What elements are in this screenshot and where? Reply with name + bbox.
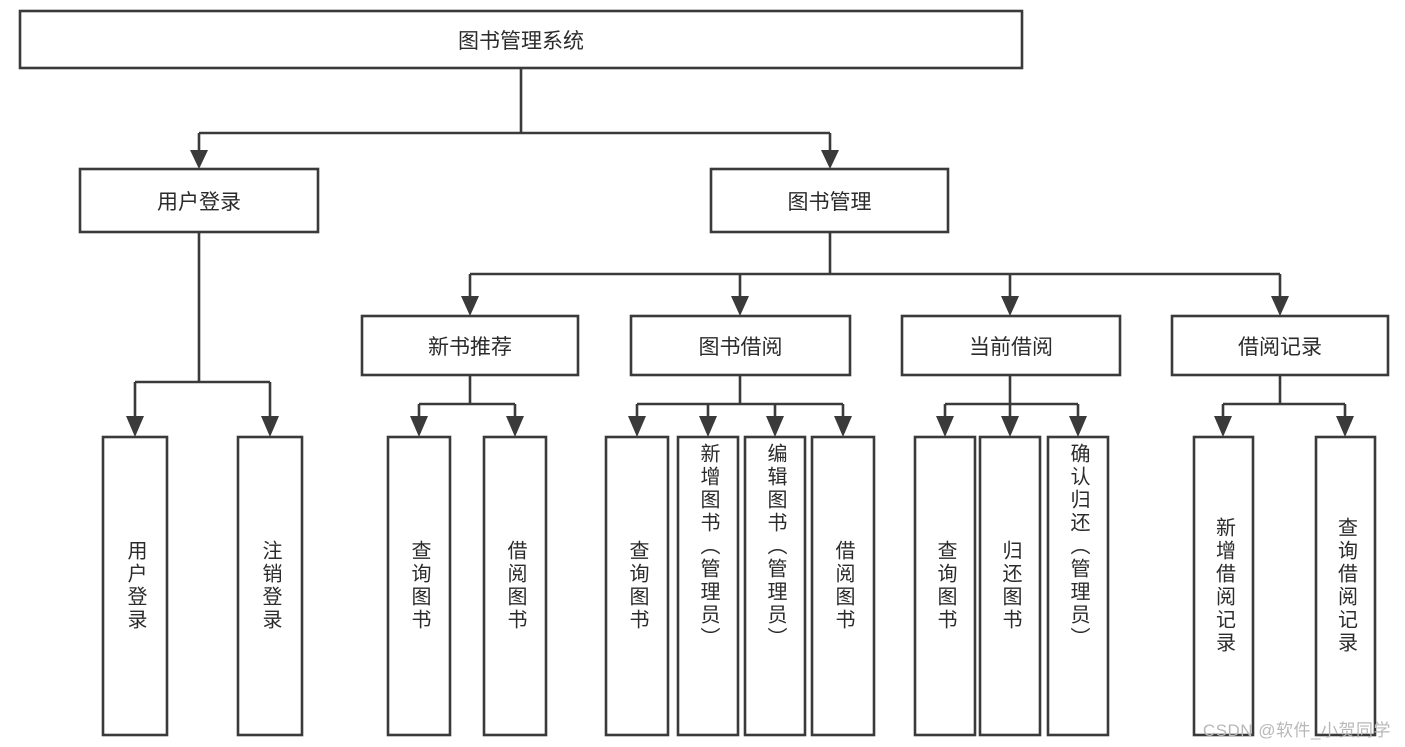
arrowhead-br-query xyxy=(1336,416,1354,437)
arrowhead-br-add xyxy=(1214,416,1232,437)
node-box-book-borrow[interactable] xyxy=(629,314,852,377)
arrowhead-cb-return xyxy=(1001,416,1019,437)
connector-group-currentborrow xyxy=(936,375,1087,437)
arrowhead-bb-query xyxy=(628,416,646,437)
arrowhead-leaf-logout xyxy=(261,416,279,437)
node-box-leaf-8[interactable] xyxy=(913,435,977,737)
connector-group-userlogin xyxy=(126,232,279,437)
arrowhead-bb-add xyxy=(699,416,717,437)
node-box-root[interactable] xyxy=(18,9,1024,70)
arrowhead-bb-edit xyxy=(766,416,784,437)
node-box-leaf-4[interactable] xyxy=(604,435,670,737)
node-box-leaf-0[interactable] xyxy=(101,435,169,737)
connector-group-bookborrow xyxy=(628,375,852,437)
arrowhead-current-borrow xyxy=(1001,296,1019,316)
node-box-leaf-2[interactable] xyxy=(386,435,452,737)
arrowhead-cb-confirm xyxy=(1069,416,1087,437)
arrowhead-borrow-record xyxy=(1271,296,1289,316)
connector-group-newbook xyxy=(410,375,524,437)
node-box-user-login[interactable] xyxy=(78,167,320,234)
node-box-borrow-record[interactable] xyxy=(1170,314,1390,377)
node-box-leaf-9[interactable] xyxy=(978,435,1042,737)
connector-group-root xyxy=(190,68,839,169)
node-box-current-borrow[interactable] xyxy=(900,314,1122,377)
connector-group-bookmanage xyxy=(461,232,1289,316)
connector-group-borrowrecord xyxy=(1214,375,1354,437)
arrowhead-book-manage xyxy=(821,150,839,169)
node-box-leaf-5[interactable] xyxy=(676,435,740,737)
node-box-leaf-12[interactable] xyxy=(1314,435,1377,737)
arrowhead-nb-borrow xyxy=(506,416,524,437)
arrowhead-book-borrow xyxy=(731,296,749,316)
arrowhead-leaf-user-login xyxy=(126,416,144,437)
node-box-new-book-rec[interactable] xyxy=(360,314,580,377)
node-box-leaf-1[interactable] xyxy=(236,435,304,737)
arrowhead-user-login xyxy=(190,150,208,169)
node-box-leaf-11[interactable] xyxy=(1192,435,1255,737)
node-box-leaf-3[interactable] xyxy=(482,435,548,737)
node-box-leaf-10[interactable] xyxy=(1046,435,1110,737)
arrowhead-bb-borrow xyxy=(834,416,852,437)
node-box-leaf-6[interactable] xyxy=(743,435,807,737)
arrowhead-nb-query xyxy=(410,416,428,437)
node-box-leaf-7[interactable] xyxy=(810,435,876,737)
arrowhead-cb-query xyxy=(936,416,954,437)
node-box-book-manage[interactable] xyxy=(709,167,950,234)
arrowhead-new-book-rec xyxy=(461,296,479,316)
